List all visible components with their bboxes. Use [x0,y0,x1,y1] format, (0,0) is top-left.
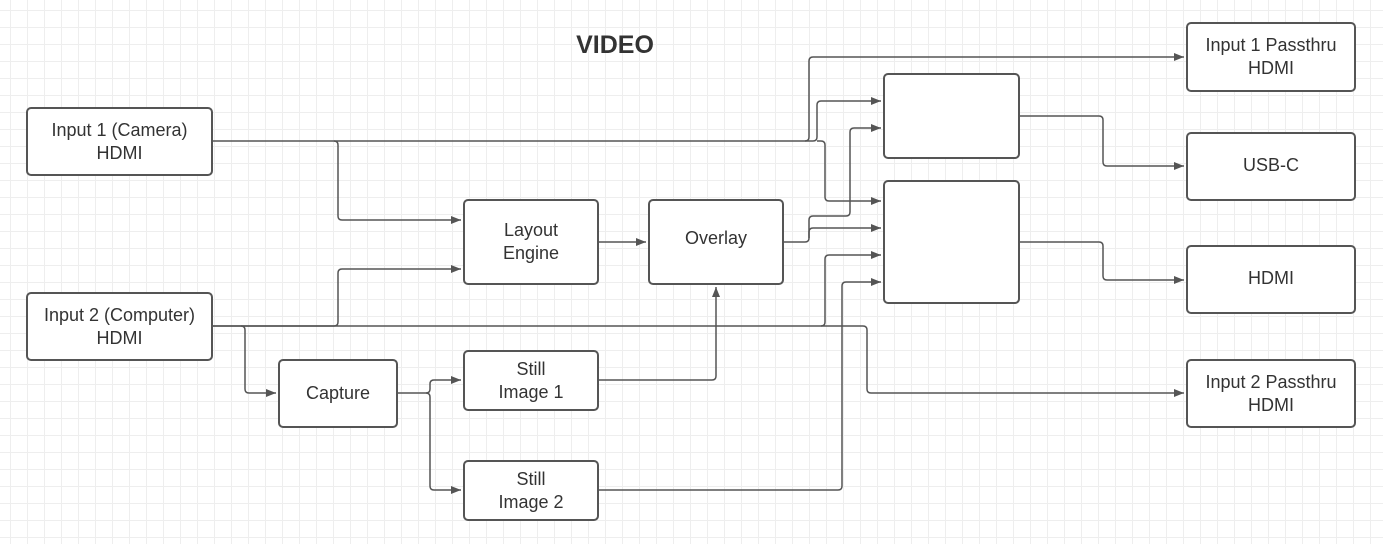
connector-input2-to-capture [240,325,276,397]
connector-capture-to-still1 [397,376,461,394]
connector-input1-to-switch-usbc [805,97,881,142]
still-image-1-node: Still Image 1 [463,350,599,411]
still-image-2-label: Still Image 2 [498,468,564,512]
connector-still2-to-switch-hdmi [598,278,881,491]
connector-input2-to-layout-engine [212,265,461,327]
connector-switch-usbc-to-usbc [1019,115,1184,170]
input2-passthru-hdmi-node: Input 2 Passthru HDMI [1186,359,1356,428]
hdmi-output-node: HDMI [1186,245,1356,314]
connector-overlay-to-switch-hdmi [808,224,881,238]
connector-input1-to-layout-engine [333,140,461,224]
usb-c-output-node: USB-C [1186,132,1356,201]
layout-engine-label: Layout Engine [502,220,560,263]
connector-input1-to-switch-hdmi [817,140,881,205]
connector-input1-to-passthru1 [212,53,1184,142]
still-image-1-label: Still Image 1 [498,358,564,402]
overlay-label: Overlay [684,228,747,248]
still-image-2-node: Still Image 2 [463,460,599,521]
connector-switch-hdmi-to-hdmi [1019,241,1184,284]
input1-passthru-hdmi-node: Input 1 Passthru HDMI [1186,22,1356,92]
capture-node: Capture [278,359,398,428]
layout-engine-node: Layout Engine [463,199,599,285]
switch-usbc-selector [883,73,1020,159]
input2-passthru-hdmi-label: Input 2 Passthru HDMI [1205,371,1337,415]
usb-c-output-label: USB-C [1242,155,1299,175]
capture-label: Capture [305,383,371,403]
connector-overlay-to-switch-usbc [783,124,881,243]
switch-hdmi-selector [883,180,1020,304]
input2-computer-hdmi-node: Input 2 (Computer) HDMI [26,292,213,361]
diagram-title: VIDEO [576,31,654,59]
hdmi-output-label: HDMI [1248,268,1294,288]
input1-camera-hdmi-node: Input 1 (Camera) HDMI [26,107,213,176]
input1-camera-hdmi-label: Input 1 (Camera) HDMI [51,119,188,163]
overlay-node: Overlay [648,199,784,285]
connector-still1-to-overlay [598,287,720,381]
input2-computer-hdmi-label: Input 2 (Computer) HDMI [43,304,196,348]
connector-input2-to-passthru2 [821,325,1184,397]
input1-passthru-hdmi-label: Input 1 Passthru HDMI [1205,35,1337,78]
connector-capture-to-still2 [425,392,461,494]
